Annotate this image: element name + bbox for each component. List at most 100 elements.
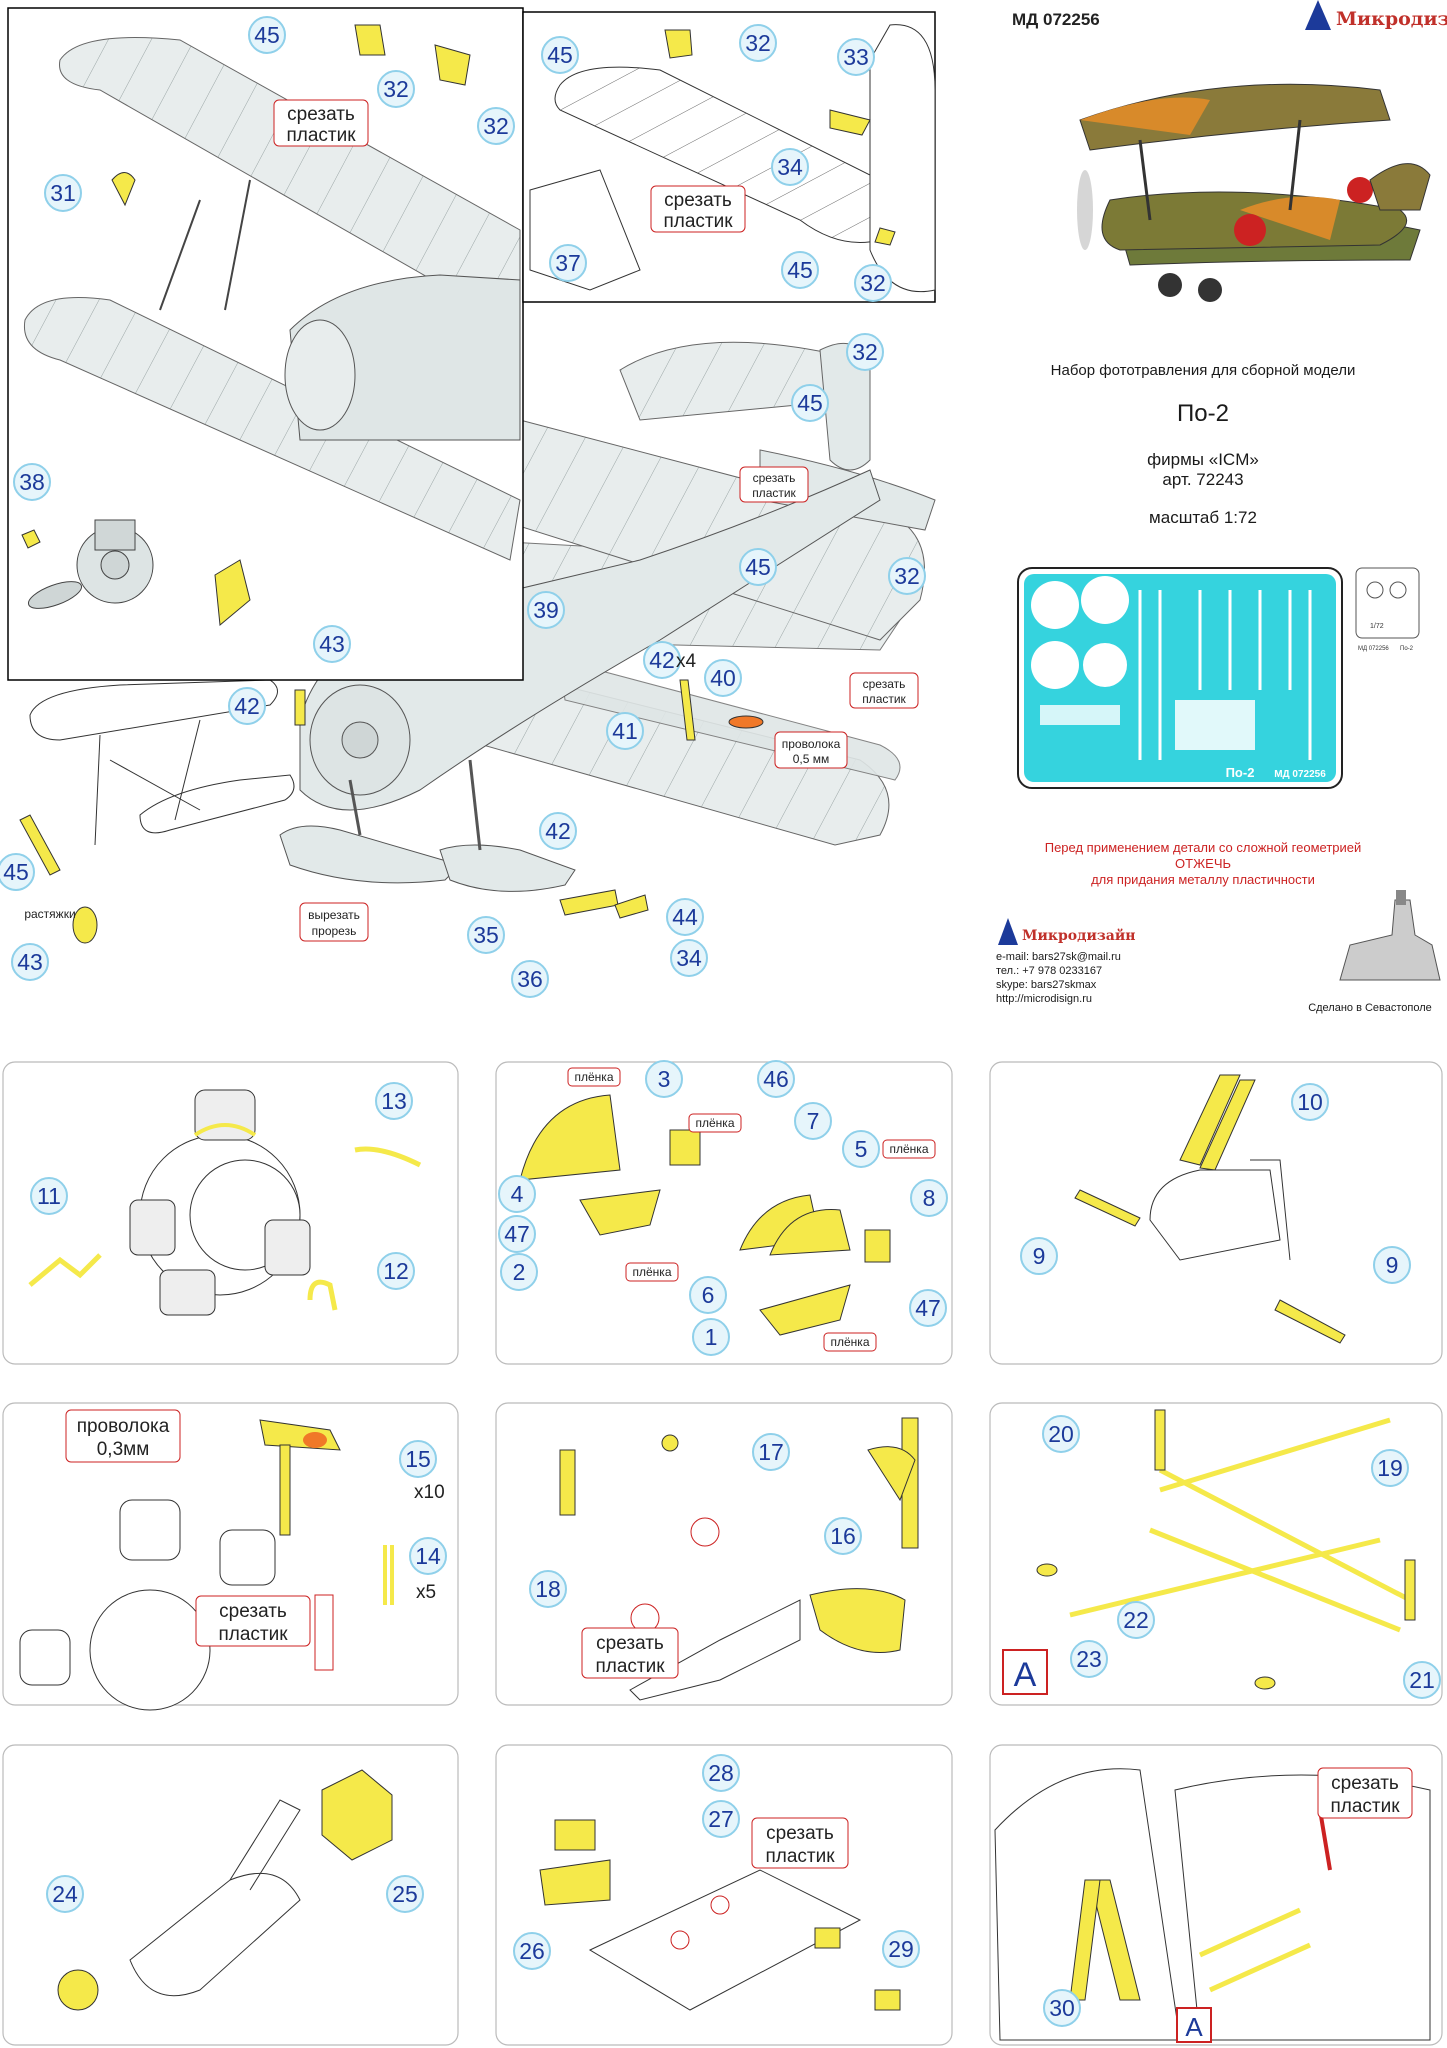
callout-number: 7 [807,1108,820,1134]
callout-circle [409,1537,447,1575]
callout-circle [1373,1246,1411,1284]
callout-circle [702,1754,740,1792]
wire-05-box: проволока 0,5 мм [774,731,848,769]
part-callout-45: 45 [248,16,286,54]
cut-plastic-box-3: срезать пластик [739,466,809,503]
part-callout-42: 42 [643,641,681,679]
callout-number: 3 [658,1066,671,1092]
x10-label: x10 [414,1482,445,1503]
main-parts [19,24,764,944]
text-callouts: срезать пластик срезать пластик срезать … [24,99,1413,2043]
svg-text:срезать: срезать [219,1601,287,1622]
callout-circle [692,1318,730,1356]
panel-dashboards [519,1094,891,1336]
callout-circle [643,641,681,679]
svg-text:плёнка: плёнка [890,1142,929,1156]
part-callout-9: 9 [1373,1246,1411,1284]
callout-circle [757,1060,795,1098]
callout-circle [541,36,579,74]
mini-fret-scale: 1/72 [1370,623,1384,630]
panels [2,1061,1443,2046]
callout-circle [248,16,286,54]
callout-circle [882,1930,920,1968]
part-callout-24: 24 [46,1875,84,1913]
callout-number: 25 [392,1881,418,1907]
callout-number: 32 [483,113,509,139]
callout-circle [888,557,926,595]
part-callout-38: 38 [13,463,51,501]
fret-model-label: По-2 [1226,765,1255,780]
product-code: МД 072256 [1012,10,1100,29]
panel-fuselage-interior [994,1768,1431,2041]
callout-circle [794,1102,832,1140]
made-in-label: Сделано в Севастополе [1308,1002,1432,1014]
part-callout-10: 10 [1291,1083,1329,1121]
svg-text:0,3мм: 0,3мм [97,1439,150,1460]
callout-circle [477,107,515,145]
aircraft-photo [1077,83,1431,302]
contact-website[interactable]: http://microdisign.ru [996,993,1092,1005]
brand-logo-icon [1305,0,1331,30]
film-label-3: плёнка [625,1262,679,1282]
callout-number: 47 [915,1295,941,1321]
callout-number: 45 [3,859,29,885]
svg-text:0,5 мм: 0,5 мм [793,752,830,766]
callout-circle [527,591,565,629]
callout-circle [1043,1989,1081,2027]
contact-email[interactable]: e-mail: bars27sk@mail.ru [996,951,1121,963]
svg-text:срезать: срезать [596,1633,664,1654]
part-callout-25: 25 [386,1875,424,1913]
svg-text:пластик: пластик [765,1846,835,1867]
callout-circle [313,625,351,663]
callout-number: 9 [1033,1243,1046,1269]
part-callout-40: 40 [704,659,742,697]
product-model: По-2 [1177,400,1229,427]
callout-number: 28 [708,1760,734,1786]
callout-number: 46 [763,1066,789,1092]
callout-number: 43 [319,631,345,657]
cut-plastic-box-6: срезать пластик [581,1627,679,1679]
part-callout-26: 26 [513,1932,551,1970]
wire-03-box: проволока 0,3мм [65,1409,181,1463]
part-callout-23: 23 [1070,1640,1108,1678]
callout-number: 8 [923,1185,936,1211]
photo-etch-fret: По-2 МД 072256 [1017,567,1343,789]
callout-number: 32 [383,76,409,102]
callout-number: 12 [383,1258,409,1284]
callout-circle [375,1082,413,1120]
part-callout-36: 36 [511,960,549,998]
callout-number: 42 [234,693,260,719]
callout-number: 45 [254,22,280,48]
brand-name: Микродизайн [1336,8,1447,30]
part-callout-11: 11 [30,1177,68,1215]
cut-plastic-box-2: срезать пластик [650,185,746,233]
product-maker: фирмы «ICM» [1147,450,1259,469]
svg-text:срезать: срезать [664,190,732,211]
panel-struts [1036,1409,1416,1690]
warning-line-2: ОТЖЕЧЬ [1174,856,1232,871]
callout-circle [824,1517,862,1555]
part-callout-7: 7 [794,1102,832,1140]
part-callout-37: 37 [549,244,587,282]
callout-number: 1 [705,1324,718,1350]
callout-circle [837,38,875,76]
part-callout-29: 29 [882,1930,920,1968]
part-callout-45: 45 [541,36,579,74]
callout-circle [791,384,829,422]
callout-number: 42 [649,647,675,673]
svg-text:пластик: пластик [286,125,356,146]
callout-circle [539,812,577,850]
callout-circle [689,1276,727,1314]
panel-cylinders [19,1419,394,1711]
callout-circle [909,1289,947,1327]
callout-circle [846,333,884,371]
part-callout-34: 34 [670,939,708,977]
callout-number: 34 [676,945,702,971]
part-callout-32: 32 [477,107,515,145]
part-callout-5: 5 [842,1130,880,1168]
part-callout-3: 3 [645,1060,683,1098]
callout-circle [11,943,49,981]
part-callout-32: 32 [888,557,926,595]
svg-text:плёнка: плёнка [831,1335,870,1349]
